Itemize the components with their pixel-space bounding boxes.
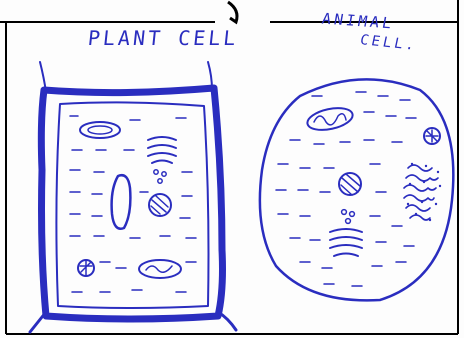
animal-golgi-4 xyxy=(334,254,358,257)
plant-cell-wall xyxy=(41,88,222,319)
plant-wall-corner-bl xyxy=(30,312,46,332)
animal-cell xyxy=(260,79,453,300)
plant-golgi-2 xyxy=(148,145,176,148)
animal-ribosomes xyxy=(407,163,441,221)
plant-vacuole xyxy=(112,175,131,229)
plant-wall-corner-br xyxy=(218,312,236,330)
plant-golgi-3 xyxy=(148,153,176,156)
plant-golgi-4 xyxy=(152,161,172,164)
plant-chloroplast-top-inner xyxy=(88,126,112,134)
plant-cell-membrane xyxy=(56,102,208,308)
plant-vesicle-2 xyxy=(162,172,166,176)
animal-centrosome-detail xyxy=(426,130,438,142)
plant-small-organelle-detail xyxy=(80,261,92,275)
plant-nucleus-hatch xyxy=(151,196,168,214)
plant-nucleus xyxy=(149,194,171,216)
plant-cell xyxy=(30,62,236,332)
plant-vesicle-1 xyxy=(154,170,158,174)
plant-cell-title: PLANT CELL xyxy=(87,28,240,48)
plant-chloroplast-top xyxy=(80,122,120,138)
plant-chloroplast-bottom xyxy=(139,260,181,278)
plant-chloroplast-bottom-inner xyxy=(146,266,172,272)
animal-golgi-3 xyxy=(330,245,362,248)
animal-vesicle-2 xyxy=(350,212,355,217)
animal-vesicle-1 xyxy=(342,210,347,215)
top-letter-fragment xyxy=(228,2,237,22)
animal-golgi-2 xyxy=(330,237,362,240)
animal-vesicle-3 xyxy=(346,219,351,224)
animal-mitochondrion-inner xyxy=(314,114,346,125)
animal-endoplasmic-reticulum xyxy=(404,165,438,220)
animal-golgi-1 xyxy=(330,229,362,232)
plant-vesicle-3 xyxy=(158,179,162,183)
animal-nucleus-hatch xyxy=(341,174,360,195)
animal-mitochondrion xyxy=(305,104,354,133)
plant-golgi-1 xyxy=(148,137,176,140)
